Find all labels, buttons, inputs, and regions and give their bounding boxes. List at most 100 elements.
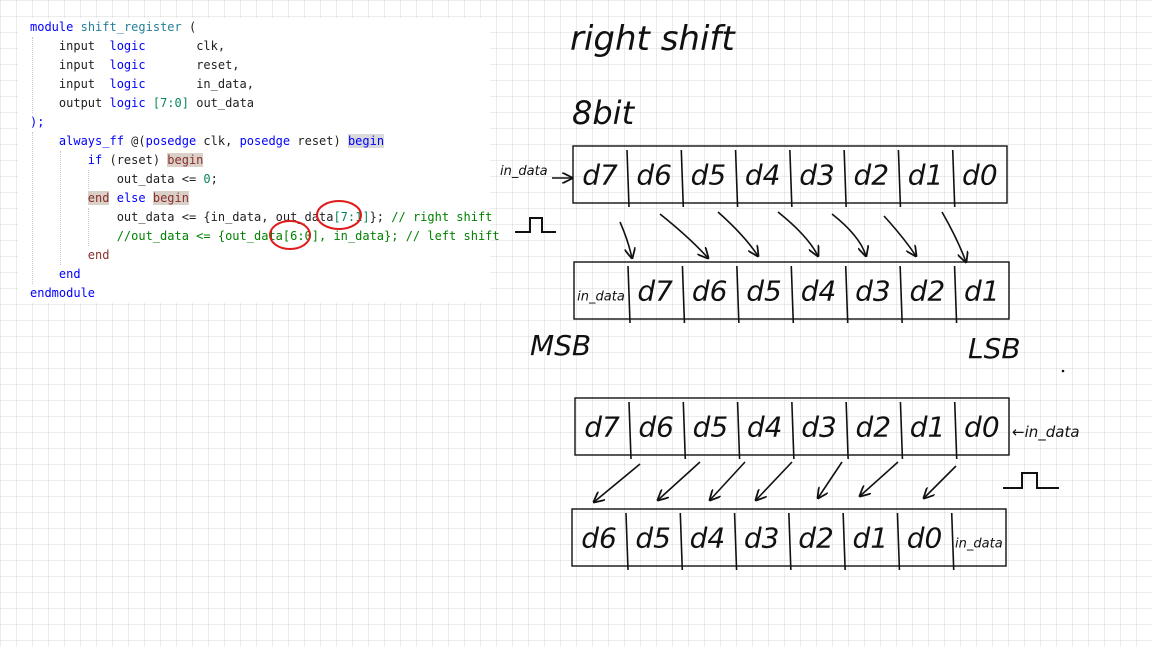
register-cell-label: d0 bbox=[964, 411, 1000, 444]
code-editor-panel[interactable]: module shift_register ( input logic clk,… bbox=[18, 18, 500, 303]
indent-guide bbox=[88, 208, 89, 246]
register-cell-label: in_data bbox=[577, 290, 625, 305]
bit-range: [7:1] bbox=[333, 210, 370, 224]
code-text: out_data <= bbox=[116, 172, 204, 186]
register-cell-divider bbox=[733, 512, 738, 571]
code-line-8: if (reset) begin bbox=[30, 151, 204, 170]
register-cell-divider bbox=[789, 149, 793, 208]
keyword: posedge bbox=[239, 134, 291, 148]
port-direction: input bbox=[58, 39, 96, 53]
register-cell-divider bbox=[790, 265, 795, 324]
keyword: end bbox=[58, 267, 81, 281]
port-type: logic bbox=[109, 39, 146, 53]
register-cell-label: d3 bbox=[744, 522, 780, 555]
register-cell-divider bbox=[951, 149, 956, 208]
code-line-11: out_data <= {in_data, out_data[7:1]}; //… bbox=[30, 208, 493, 227]
code-comment: //out_data <= {out_data bbox=[116, 229, 283, 243]
register-cell-divider bbox=[844, 265, 849, 324]
keyword: if bbox=[87, 153, 103, 167]
register-cell-divider bbox=[628, 401, 632, 460]
register-box-top-right bbox=[572, 145, 1008, 204]
left-in-data-label: ←in_data bbox=[1012, 423, 1080, 442]
keyword: module bbox=[30, 20, 74, 34]
register-cell-label: d5 bbox=[635, 522, 671, 555]
shift-arrow bbox=[659, 213, 708, 258]
shift-arrow bbox=[717, 211, 758, 256]
keyword: posedge bbox=[145, 134, 197, 148]
keyword: always_ff bbox=[58, 134, 124, 148]
indent-guide bbox=[32, 132, 33, 284]
shift-arrow bbox=[777, 211, 818, 256]
register-cell-label: d3 bbox=[799, 159, 835, 192]
shift-arrow bbox=[941, 211, 966, 262]
port-type: logic bbox=[109, 77, 146, 91]
register-box-bottom-right bbox=[573, 261, 1010, 320]
register-cell-divider bbox=[734, 149, 739, 208]
code-line-12: //out_data <= {out_data[6:0], in_data}; … bbox=[30, 227, 500, 246]
keyword: endmodule bbox=[30, 286, 96, 300]
register-cell-label: d1 bbox=[852, 522, 888, 555]
clock-pulse-icon bbox=[515, 217, 556, 233]
code-text bbox=[146, 58, 197, 72]
register-cell-label: d0 bbox=[907, 522, 943, 555]
code-text: ; bbox=[210, 172, 218, 186]
shift-arrow bbox=[860, 461, 899, 496]
code-text: (reset) bbox=[102, 153, 168, 167]
port-name: clk, bbox=[196, 39, 226, 53]
code-line-9: out_data <= 0; bbox=[30, 170, 218, 189]
register-cell-divider bbox=[626, 149, 630, 208]
code-text: }; bbox=[369, 210, 392, 224]
register-cell-divider bbox=[953, 401, 958, 460]
in-data-label: in_data bbox=[500, 164, 548, 179]
shift-arrow bbox=[619, 221, 632, 258]
indent-guide bbox=[60, 151, 61, 265]
register-cell-divider bbox=[682, 401, 687, 460]
number-literal: 0 bbox=[203, 172, 211, 186]
register-cell-label: d3 bbox=[801, 411, 837, 444]
keyword: end bbox=[87, 248, 110, 262]
indent-guide bbox=[32, 37, 33, 113]
code-line-6: ); bbox=[30, 113, 44, 132]
register-cell-divider bbox=[680, 149, 685, 208]
register-cell-divider bbox=[843, 149, 847, 208]
register-cell-divider bbox=[899, 401, 904, 460]
register-cell-divider bbox=[681, 265, 686, 324]
port-type: logic bbox=[109, 58, 146, 72]
code-comment: , in_data}; // left shift bbox=[319, 229, 500, 243]
register-cell-divider bbox=[950, 512, 955, 571]
port-name: in_data, bbox=[196, 77, 254, 91]
register-box-bottom-left bbox=[571, 508, 1007, 567]
shift-arrow bbox=[818, 461, 843, 498]
keyword-begin-highlight: begin bbox=[347, 134, 385, 148]
shift-arrow bbox=[756, 461, 793, 500]
whiteboard-title: right shift bbox=[570, 19, 736, 59]
register-cell-label: in_data bbox=[955, 537, 1003, 552]
register-cell-divider bbox=[845, 401, 849, 460]
register-cell-divider bbox=[627, 265, 631, 324]
register-cell-label: d7 bbox=[637, 275, 673, 308]
port-type: logic bbox=[109, 96, 146, 110]
code-line-15: endmodule bbox=[30, 284, 95, 303]
whiteboard-bitwidth: 8bit bbox=[572, 94, 636, 132]
register-cell-divider bbox=[896, 512, 901, 571]
shift-arrow bbox=[710, 461, 746, 500]
register-cell-divider bbox=[679, 512, 684, 571]
keyword: else bbox=[116, 191, 146, 205]
register-cell-label: d3 bbox=[855, 275, 891, 308]
register-cell-label: d1 bbox=[910, 411, 946, 444]
code-text: @( bbox=[123, 134, 146, 148]
shift-arrows-left bbox=[594, 461, 957, 502]
code-line-3: input logic reset, bbox=[30, 56, 240, 75]
port-direction: output bbox=[58, 96, 103, 110]
register-cell-label: d2 bbox=[853, 159, 889, 192]
indent-guide bbox=[88, 170, 89, 189]
code-line-14: end bbox=[30, 265, 81, 284]
code-line-13: end bbox=[30, 246, 110, 265]
register-cell-divider bbox=[788, 512, 792, 571]
lsb-label: LSB bbox=[968, 332, 1021, 365]
register-cell-divider bbox=[897, 149, 902, 208]
register-cell-label: d2 bbox=[855, 411, 891, 444]
register-cell-divider bbox=[625, 512, 629, 571]
keyword-begin-highlight: begin bbox=[152, 191, 189, 205]
clock-pulse-icon bbox=[1003, 472, 1059, 489]
